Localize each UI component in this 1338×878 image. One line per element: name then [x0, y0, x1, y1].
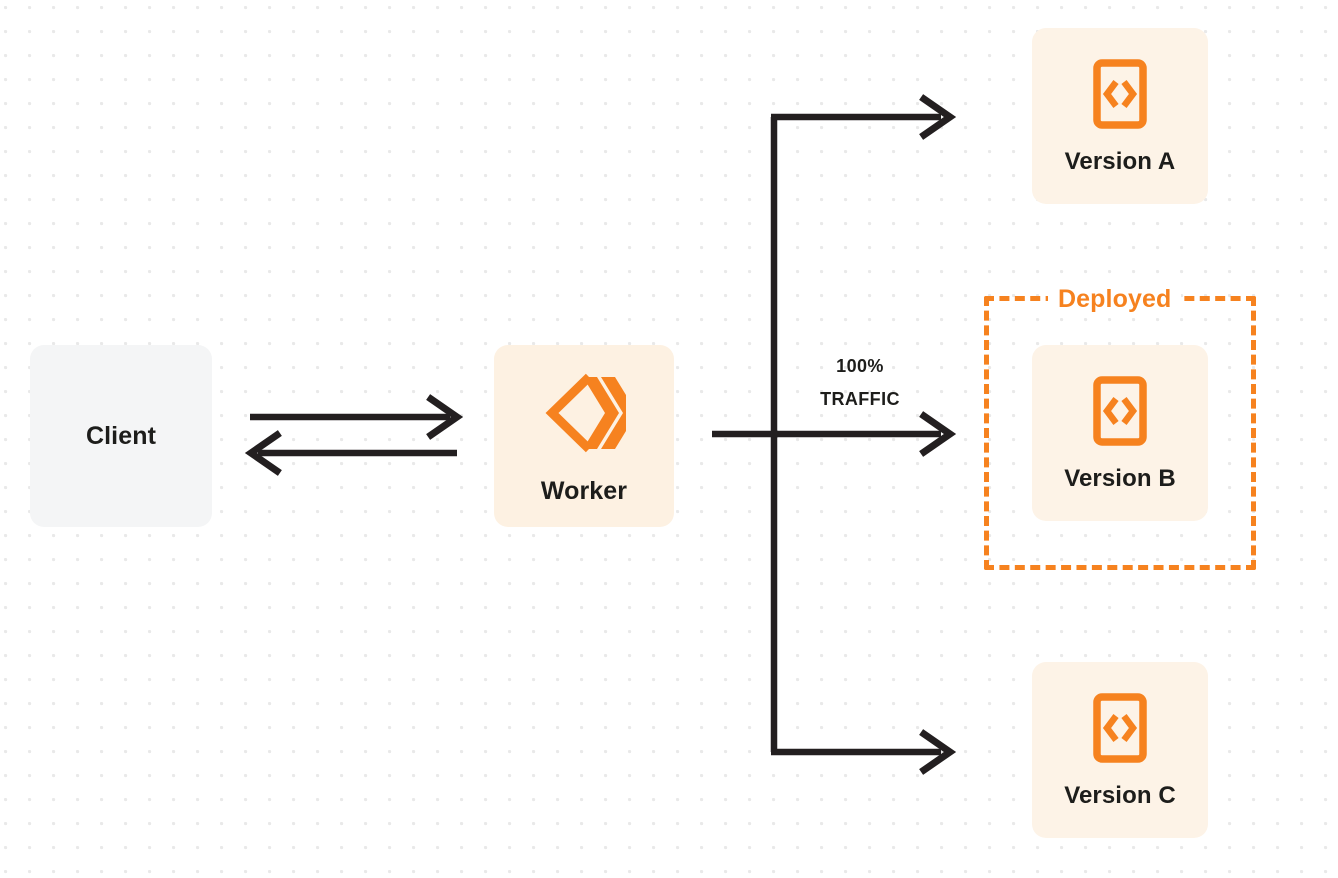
deployed-region-border: [984, 296, 1256, 570]
code-file-icon: [1092, 58, 1148, 130]
arrow-to-version-b: [774, 411, 957, 457]
node-client[interactable]: Client: [30, 345, 212, 527]
traffic-annotation: 100% TRAFFIC: [786, 350, 934, 416]
node-worker[interactable]: Worker: [494, 345, 674, 527]
node-version-b[interactable]: Version B: [1032, 345, 1208, 521]
code-file-icon: [1092, 692, 1148, 764]
deployed-region-label: Deployed: [1048, 284, 1182, 314]
node-version-a[interactable]: Version A: [1032, 28, 1208, 204]
node-version-c[interactable]: Version C: [1032, 662, 1208, 838]
arrow-to-version-c: [771, 729, 957, 775]
node-worker-label: Worker: [540, 476, 628, 505]
traffic-percent: 100%: [836, 356, 884, 376]
code-file-icon: [1092, 375, 1148, 447]
node-version-a-label: Version A: [1064, 148, 1176, 175]
node-version-c-label: Version C: [1064, 782, 1176, 809]
arrow-to-version-a: [771, 94, 957, 140]
arrow-worker-to-client: [244, 430, 457, 476]
node-version-b-label: Version B: [1064, 465, 1176, 492]
cloudflare-workers-logo-icon: [542, 369, 637, 457]
node-client-label: Client: [85, 421, 157, 450]
traffic-word: TRAFFIC: [820, 389, 900, 409]
arrow-client-to-worker: [250, 394, 464, 440]
